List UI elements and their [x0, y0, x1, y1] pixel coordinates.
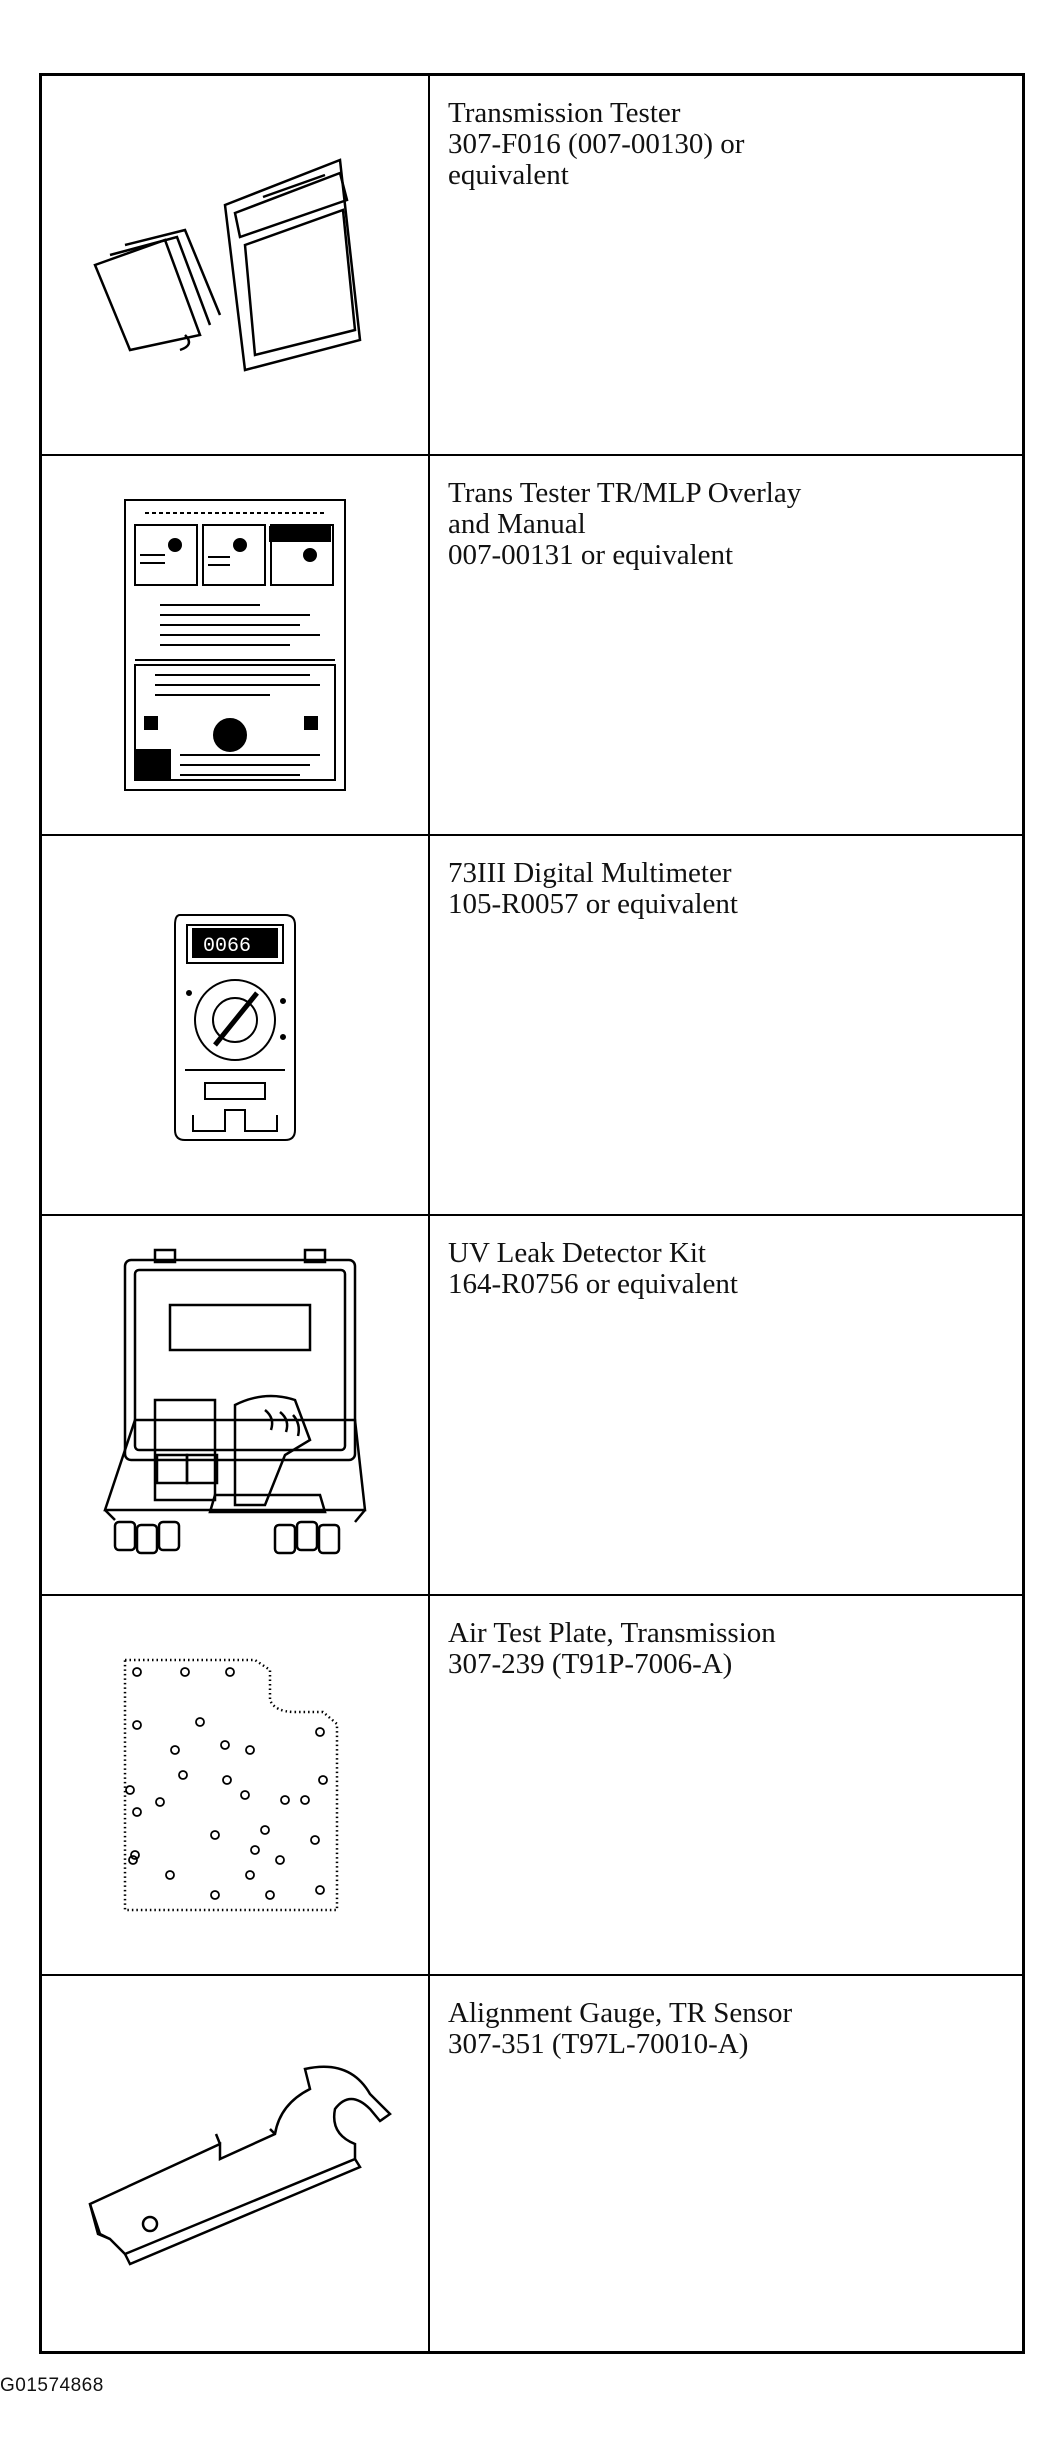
tool-part-number-cont: equivalent — [448, 159, 569, 191]
svg-text:0066: 0066 — [203, 935, 251, 958]
special-tools-table: Transmission Tester 307-F016 (007-00130)… — [39, 73, 1025, 2354]
alignment-gauge-illustration-icon — [42, 1976, 430, 2351]
transmission-tester-illustration-icon — [42, 76, 430, 456]
tool-part-number: 007-00131 or equivalent — [448, 539, 734, 571]
tool-description: UV Leak Detector Kit 164-R0756 or equiva… — [430, 1216, 1022, 1596]
tool-part-number: 307-351 (T97L-70010-A) — [448, 2028, 749, 2060]
uv-leak-kit-illustration-icon — [42, 1216, 430, 1596]
tool-name-cont: and Manual — [448, 508, 586, 540]
tool-description: 73III Digital Multimeter 105-R0057 or eq… — [430, 836, 1022, 1216]
tool-name: Air Test Plate, Transmission — [448, 1617, 776, 1649]
tool-description: Trans Tester TR/MLP Overlay and Manual 0… — [430, 456, 1022, 836]
tool-description: Air Test Plate, Transmission 307-239 (T9… — [430, 1596, 1022, 1976]
tool-name: 73III Digital Multimeter — [448, 857, 732, 889]
air-test-plate-illustration-icon — [42, 1596, 430, 1976]
tool-name: Alignment Gauge, TR Sensor — [448, 1997, 793, 2029]
overlay-manual-illustration-icon — [42, 456, 430, 836]
figure-code: G01574868 — [0, 2375, 104, 2396]
multimeter-illustration-icon: 0066 — [42, 836, 430, 1216]
tool-part-number: 105-R0057 or equivalent — [448, 888, 738, 920]
tool-name: Transmission Tester — [448, 97, 681, 129]
tool-part-number: 164-R0756 or equivalent — [448, 1268, 738, 1300]
tool-description: Transmission Tester 307-F016 (007-00130)… — [430, 76, 1022, 456]
tool-name: UV Leak Detector Kit — [448, 1237, 706, 1269]
tool-part-number: 307-F016 (007-00130) or — [448, 128, 745, 160]
tool-part-number: 307-239 (T91P-7006-A) — [448, 1648, 733, 1680]
tool-description: Alignment Gauge, TR Sensor 307-351 (T97L… — [430, 1976, 1022, 2351]
tool-name: Trans Tester TR/MLP Overlay — [448, 477, 802, 509]
